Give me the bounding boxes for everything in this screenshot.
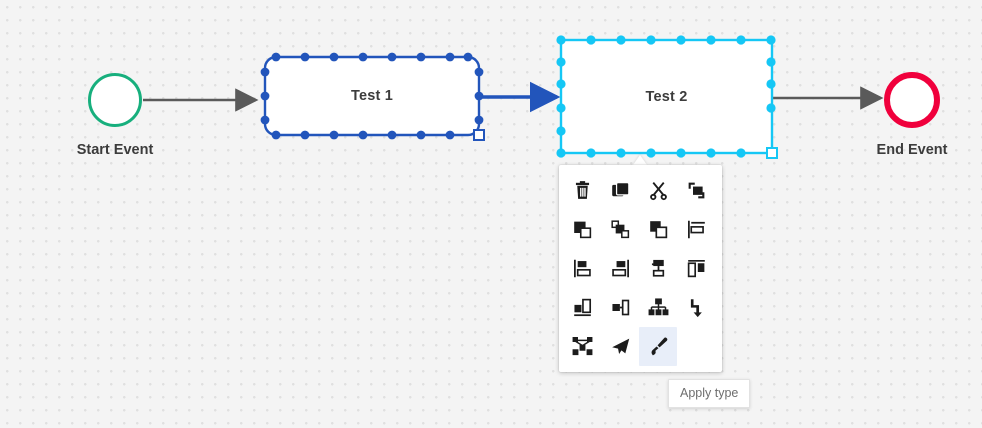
flow-direction-icon[interactable] [677,288,715,327]
node-test1-label: Test 1 [350,88,394,104]
tree-layout-icon[interactable] [639,288,677,327]
distribute-horizontal-icon[interactable] [677,249,715,288]
tooltip: Apply type [668,379,751,408]
delete-icon[interactable] [563,171,601,210]
node-test2[interactable]: Test 2 [561,40,772,153]
bring-to-front-icon[interactable] [563,210,601,249]
align-left-icon[interactable] [563,249,601,288]
align-center-icon[interactable] [639,249,677,288]
cut-icon[interactable] [639,171,677,210]
start-event-node[interactable] [88,73,142,127]
bring-forward-icon[interactable] [639,210,677,249]
popup-caret-icon [633,155,647,165]
graph-layout-icon[interactable] [563,327,601,366]
align-bottom-left-icon[interactable] [563,288,601,327]
paste-icon[interactable] [677,171,715,210]
start-event-label: Start Event [76,142,154,158]
align-top-icon[interactable] [677,210,715,249]
send-icon[interactable] [601,327,639,366]
send-to-back-icon[interactable] [601,210,639,249]
align-bottom-right-icon[interactable] [601,288,639,327]
end-event-node[interactable] [884,72,940,128]
end-event-label: End Event [876,142,948,158]
copy-icon[interactable] [601,171,639,210]
node-test2-label: Test 2 [645,88,688,105]
node-test1[interactable]: Test 1 [265,57,479,135]
tooltip-text: Apply type [680,386,739,400]
align-right-icon[interactable] [601,249,639,288]
apply-type-icon[interactable] [639,327,677,366]
context-toolbar[interactable] [559,165,722,372]
